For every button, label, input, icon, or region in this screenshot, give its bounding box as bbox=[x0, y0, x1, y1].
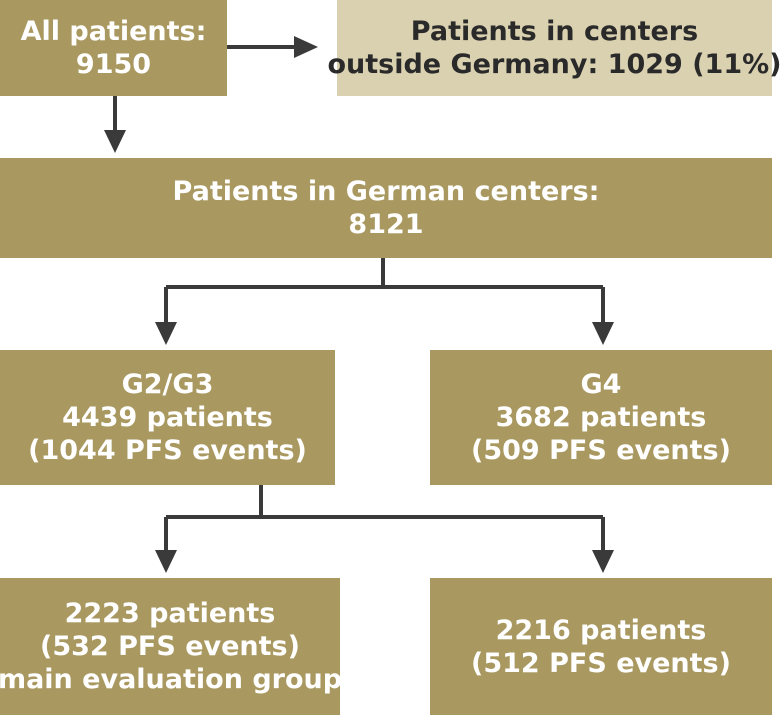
node-g2g3-line3: (1044 PFS events) bbox=[28, 435, 307, 466]
node-german-centers-line2: 8121 bbox=[348, 209, 424, 240]
node-main-group-line2: (532 PFS events) bbox=[40, 631, 300, 662]
node-all-patients: All patients: 9150 bbox=[0, 0, 227, 96]
node-g4-line1: G4 bbox=[580, 369, 622, 400]
node-g2g3: G2/G3 4439 patients (1044 PFS events) bbox=[0, 350, 335, 485]
node-outside-germany-line2: outside Germany: 1029 (11%) bbox=[327, 49, 782, 80]
node-main-group: 2223 patients (532 PFS events) main eval… bbox=[0, 578, 343, 715]
arrowhead-right-icon bbox=[294, 36, 318, 58]
node-all-patients-line2: 9150 bbox=[75, 49, 152, 80]
node-other-group: 2216 patients (512 PFS events) bbox=[430, 578, 772, 715]
node-g4: G4 3682 patients (509 PFS events) bbox=[430, 350, 772, 485]
arrowhead-down-icon bbox=[592, 550, 614, 573]
node-g4-line3: (509 PFS events) bbox=[471, 435, 731, 466]
node-g2g3-line1: G2/G3 bbox=[121, 369, 214, 400]
node-outside-germany: Patients in centers outside Germany: 102… bbox=[327, 0, 782, 96]
node-main-group-line3: main evaluation group bbox=[0, 664, 343, 695]
node-g4-line2: 3682 patients bbox=[495, 402, 707, 433]
node-other-group-line2: (512 PFS events) bbox=[471, 647, 731, 679]
node-all-patients-line1: All patients: bbox=[20, 16, 207, 47]
arrowhead-down-icon bbox=[155, 322, 177, 345]
node-german-centers: Patients in German centers: 8121 bbox=[0, 158, 772, 258]
node-g2g3-line2: 4439 patients bbox=[62, 402, 273, 433]
arrowhead-down-icon bbox=[155, 550, 177, 573]
node-outside-germany-line1: Patients in centers bbox=[410, 16, 699, 47]
node-german-centers-line1: Patients in German centers: bbox=[172, 176, 600, 207]
arrowhead-down-icon bbox=[104, 130, 126, 153]
arrowhead-down-icon bbox=[592, 322, 614, 345]
node-other-group-line1: 2216 patients bbox=[495, 614, 707, 646]
node-main-group-line1: 2223 patients bbox=[64, 598, 276, 629]
